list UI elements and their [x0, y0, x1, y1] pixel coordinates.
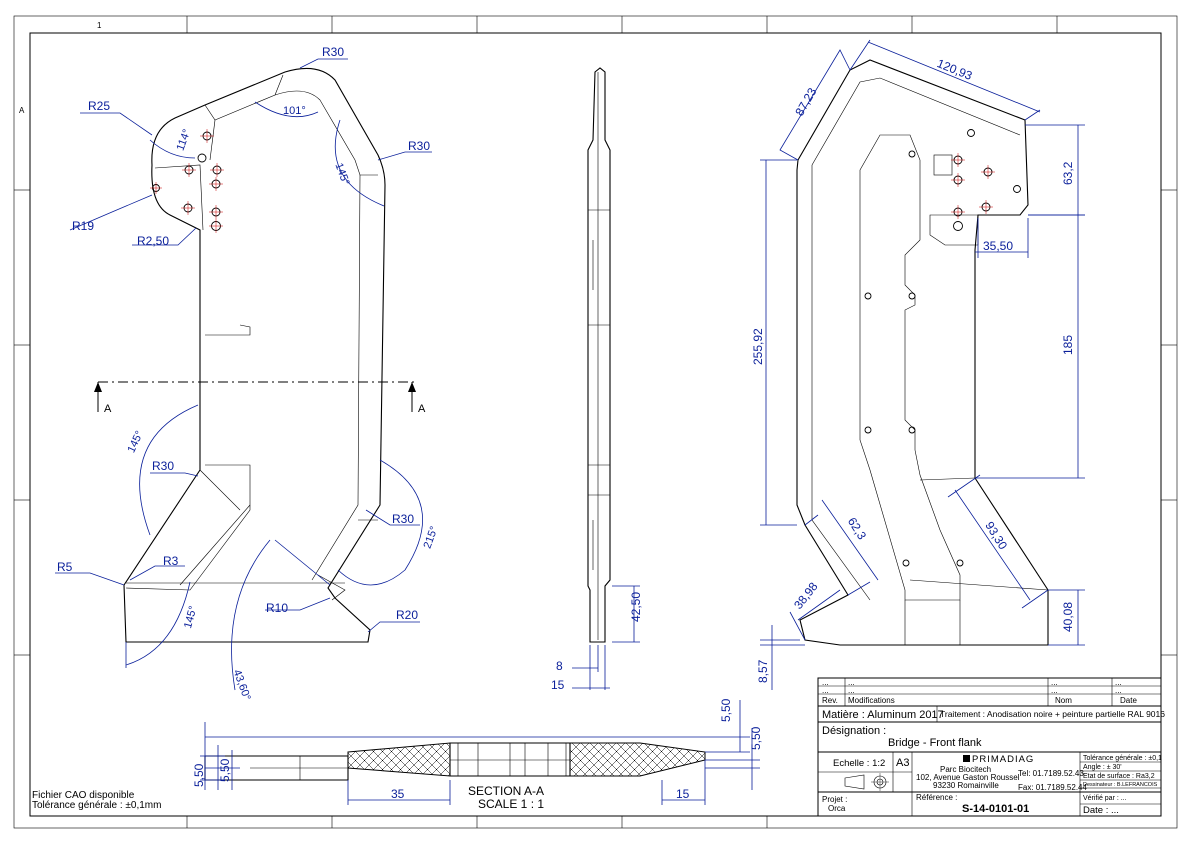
dim-35: 35: [391, 787, 405, 801]
format: A3: [896, 757, 909, 769]
dim-ang-114: 114°: [175, 128, 194, 153]
title-block: ... ... ... ... ... ... ... ... Rev. Mod…: [817, 677, 1165, 817]
side-view-dimension-lines: [572, 585, 640, 690]
dim-255-92: 255,92: [751, 328, 765, 365]
cad-note-line1: Fichier CAO disponible: [32, 790, 135, 801]
dim-r30-left: R30: [152, 459, 174, 473]
dessinateur: Dessinateur : B.LEFRANCOIS: [1083, 782, 1158, 788]
dim-ang-215: 215°: [422, 525, 441, 550]
modifications-label: Modifications: [848, 696, 895, 705]
side-view: 42,50 8 15: [551, 67, 643, 692]
fax: Fax: 01.7189.52.44: [1018, 783, 1087, 792]
dim-r3: R3: [163, 554, 179, 568]
dim-5-50-left-b: 5,50: [218, 758, 232, 782]
sheet-border: 1 A: [13, 15, 1178, 829]
address-line1: Parc Biocitech: [940, 765, 991, 774]
column-marker: 1: [97, 21, 102, 30]
section-scale: SCALE 1 : 1: [478, 797, 544, 811]
reference-label: Référence :: [916, 793, 957, 802]
row-marker: A: [19, 106, 25, 115]
reference-value: S-14-0101-01: [962, 803, 1029, 815]
dim-ang-145-left: 145°: [125, 429, 145, 455]
dim-w8: 8: [556, 659, 563, 673]
dim-r20: R20: [396, 608, 418, 622]
rev-label: Rev.: [822, 696, 838, 705]
company-name: PRIMADIAG: [972, 754, 1034, 765]
dim-87-23: 87,23: [792, 85, 819, 118]
dim-63-2: 63,2: [1061, 161, 1075, 185]
front-view-outline: [123, 67, 386, 643]
section-mark-left: A: [104, 403, 112, 415]
address-line2: 102, Avenue Gaston Roussel: [916, 773, 1020, 782]
cad-note-line2: Tolérance générale : ±0,1mm: [32, 800, 161, 811]
company-logo-icon: [963, 755, 970, 762]
dim-r10: R10: [266, 601, 288, 615]
front-view-dimensions: R30 R25 114° 101° R30 145° R19 R2,50 145…: [57, 45, 441, 702]
traitement: Traitement : Anodisation noire + peintur…: [940, 709, 1165, 719]
dim-w15: 15: [551, 678, 565, 692]
dim-h42-50: 42,50: [629, 592, 643, 622]
dim-35-50: 35,50: [983, 239, 1013, 253]
dim-ang-145-top: 145°: [332, 161, 351, 186]
section-view-dimension-lines: [200, 700, 760, 805]
date-bottom: Date : ...: [1083, 805, 1119, 816]
tel: Tel: 01.7189.52.43: [1018, 769, 1084, 778]
dim-r30-right: R30: [392, 512, 414, 526]
front-view: A A R30 R25: [55, 45, 441, 702]
rev-row2-mod: ...: [848, 686, 855, 695]
dim-r2-50: R2,50: [137, 234, 169, 248]
rev-row1-mod: ...: [848, 678, 855, 687]
dim-r19: R19: [72, 219, 94, 233]
rev-row2-rev: ...: [822, 686, 829, 695]
back-view-holes: [864, 129, 1021, 567]
back-view-dimension-lines: [760, 39, 1085, 690]
matiere: Matière : Aluminum 2017: [822, 709, 944, 721]
etat-surface: Etat de surface : Ra3,2: [1083, 773, 1155, 780]
dim-120-93: 120,93: [935, 56, 975, 83]
section-mark-right: A: [418, 403, 426, 415]
dim-ang-101: 101°: [283, 105, 306, 117]
rev-row2-date: ...: [1115, 686, 1122, 695]
section-title: SECTION A-A: [468, 784, 544, 798]
dim-5-50-right: 5,50: [749, 726, 763, 750]
dim-5-50-left-a: 5,50: [192, 763, 206, 787]
echelle: Echelle : 1:2: [833, 758, 885, 769]
dim-ang-145-bottom: 145°: [182, 605, 199, 630]
dim-15: 15: [676, 787, 690, 801]
projection-symbol-icon: [844, 773, 889, 791]
back-view: 87,23 120,93 63,2 35,50 255,92 185 93,30…: [751, 39, 1085, 690]
projet-label: Projet :: [822, 795, 847, 804]
dim-185: 185: [1061, 335, 1075, 355]
dim-r25: R25: [88, 99, 110, 113]
dim-40-08: 40,08: [1061, 602, 1075, 632]
verifie: Vérifié par : ...: [1083, 795, 1127, 802]
date-label: Date: [1120, 696, 1137, 705]
designation-value: Bridge - Front flank: [888, 737, 982, 749]
rev-row1-rev: ...: [822, 678, 829, 687]
projet-value: Orca: [828, 804, 846, 813]
section-cut-line: A A: [94, 381, 426, 415]
nom-label: Nom: [1055, 696, 1072, 705]
designation-label: Désignation :: [822, 725, 886, 737]
section-view: 5,50 5,50 5,50 5,50 35 15 SECTION A-A SC…: [192, 698, 763, 811]
rev-row1-nom: ...: [1051, 678, 1058, 687]
front-view-dimension-lines: [55, 58, 432, 691]
dim-5-50-top: 5,50: [719, 698, 733, 722]
rev-row2-nom: ...: [1051, 686, 1058, 695]
side-view-outline: [587, 67, 611, 643]
dim-r30-top: R30: [322, 45, 344, 59]
dim-r30-right-top: R30: [408, 139, 430, 153]
tolerance: Tolérance générale : ±0,1: [1083, 755, 1162, 762]
back-view-outline: [796, 59, 1049, 646]
address-line3: 93230 Romainville: [933, 781, 999, 790]
dim-8-57: 8,57: [756, 659, 770, 683]
front-view-holes: [150, 129, 224, 233]
angle: Angle : ± 30': [1083, 764, 1122, 771]
dim-r5: R5: [57, 560, 73, 574]
rev-row1-date: ...: [1115, 678, 1122, 687]
